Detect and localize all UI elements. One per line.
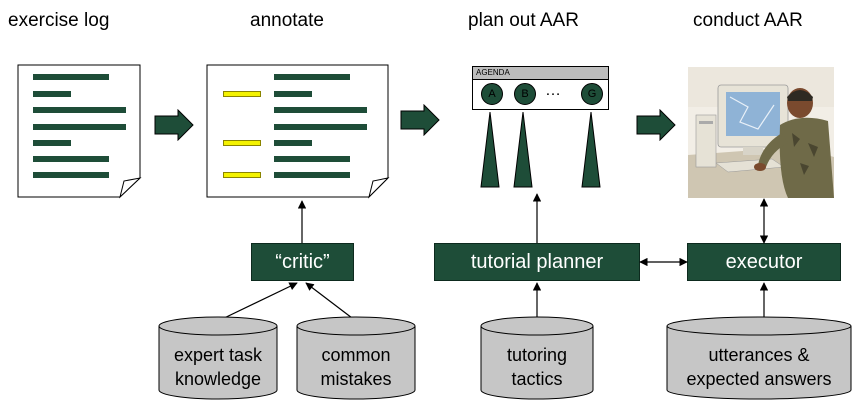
agenda-item-a: A [481, 83, 503, 105]
log-line [274, 156, 350, 162]
log-line [274, 74, 350, 80]
log-line [33, 91, 71, 97]
critic-box: “critic” [251, 243, 354, 281]
exercise-log-document [17, 64, 142, 199]
log-line [33, 74, 109, 80]
soldier-at-computer-image [688, 67, 834, 198]
stage-title-conduct-aar: conduct AAR [693, 10, 803, 31]
log-line [274, 140, 312, 146]
tutoring-tactics-cylinder: tutoring tactics [480, 316, 594, 400]
log-line [274, 172, 350, 178]
stage-title-exercise-log: exercise log [8, 10, 110, 31]
executor-box: executor [687, 243, 841, 281]
annotation-highlight [223, 172, 261, 178]
agenda-ellipsis: … [545, 82, 563, 99]
log-line [274, 107, 367, 113]
agenda-spikes [480, 111, 601, 188]
log-line [33, 172, 109, 178]
cylinder-label-line-2: mistakes [320, 369, 392, 389]
stage-title-plan-out-aar: plan out AAR [468, 10, 579, 31]
flow-arrow-3 [636, 109, 676, 141]
cylinder-label-line-1: expert task [173, 345, 263, 365]
log-line [33, 140, 71, 146]
cylinder-label-line-2: tactics [511, 369, 563, 389]
cylinder-label-line-2: knowledge [174, 369, 262, 389]
agenda-spike-g [581, 111, 601, 188]
expert-knowledge-to-critic-arrow [217, 282, 298, 322]
tutorial-planner-box: tutorial planner [434, 243, 640, 281]
cylinder-label-line-1: utterances & [708, 345, 810, 365]
agenda-spike-a [480, 111, 500, 188]
log-line [33, 156, 109, 162]
agenda-item-g: G [581, 83, 603, 105]
cylinder-label-line-2: expected answers [686, 369, 832, 389]
utterances-expected-answers-cylinder: utterances & expected answers [666, 316, 852, 400]
log-line [33, 124, 126, 130]
annotation-highlight [223, 91, 261, 97]
agenda-spike-b [513, 111, 533, 188]
flow-arrow-2 [400, 104, 440, 136]
annotated-log-document [206, 64, 390, 199]
flow-arrow-1 [154, 109, 194, 141]
cylinder-label-line-1: common [321, 345, 391, 365]
common-mistakes-to-critic-arrow [305, 282, 357, 322]
cylinder-label-line-1: tutoring [506, 345, 568, 365]
log-line [274, 91, 312, 97]
common-mistakes-cylinder: common mistakes [296, 316, 416, 400]
stage-title-annotate: annotate [250, 10, 324, 31]
agenda-label: AGENDA [473, 67, 608, 80]
expert-task-knowledge-cylinder: expert task knowledge [158, 316, 278, 400]
agenda-panel: AGENDA A B … G [472, 66, 609, 110]
annotation-highlight [223, 140, 261, 146]
log-line [274, 124, 367, 130]
log-line [33, 107, 126, 113]
agenda-item-b: B [514, 83, 536, 105]
